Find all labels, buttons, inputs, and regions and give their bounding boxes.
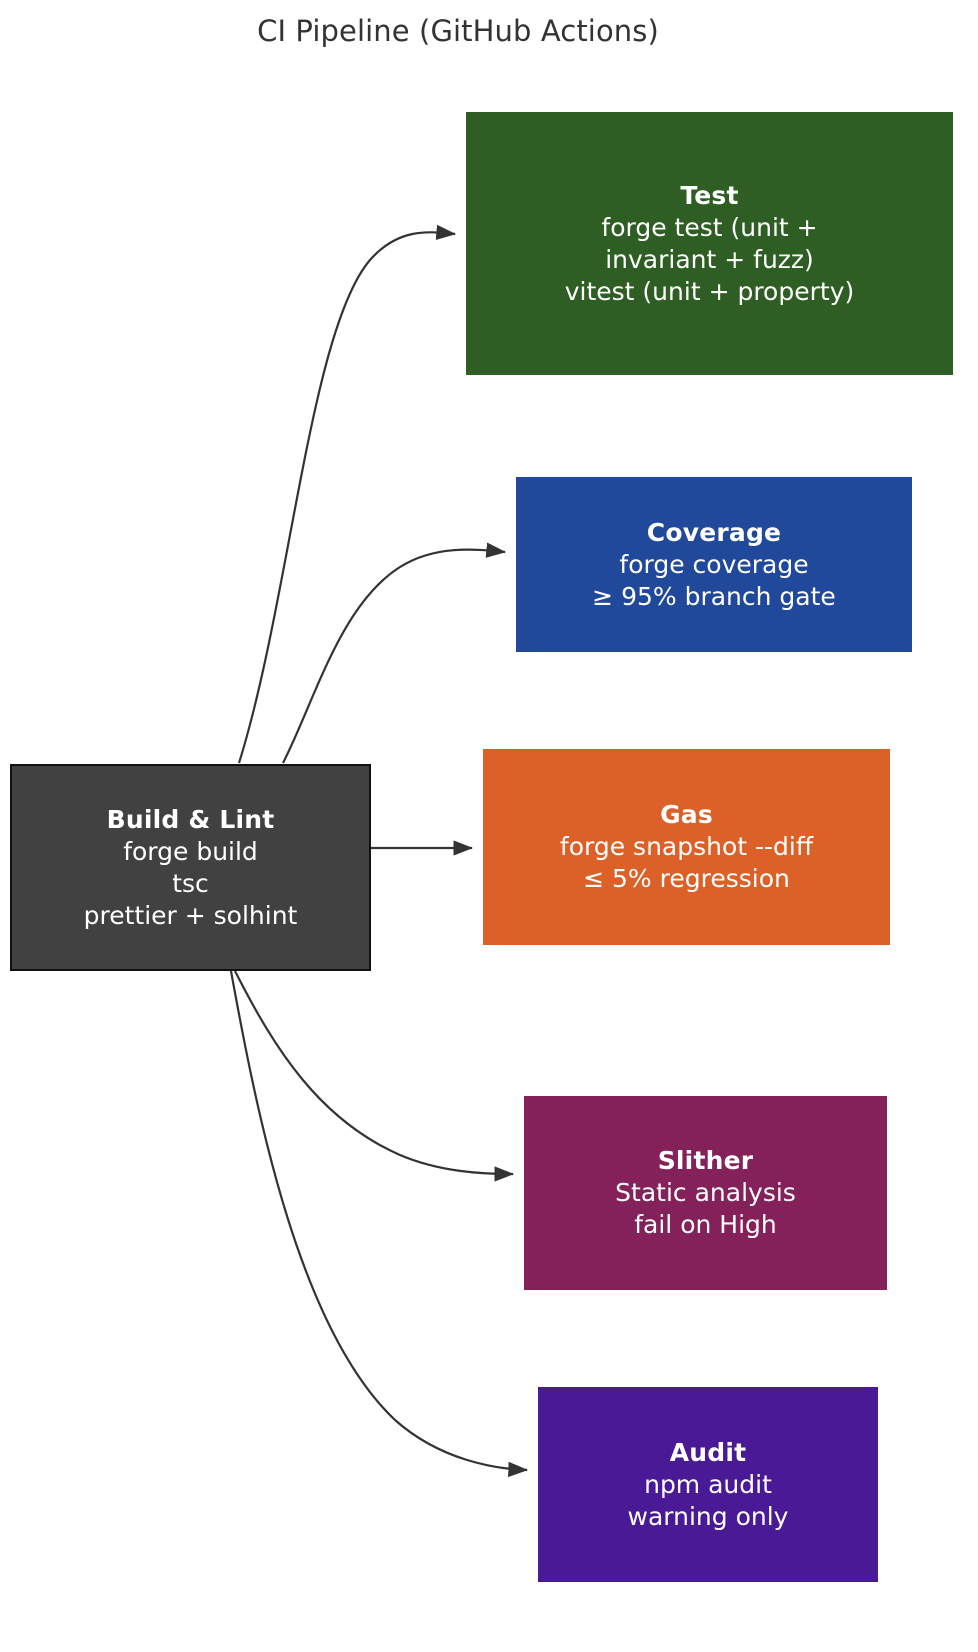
node-audit-title: Audit [669, 1437, 747, 1467]
node-test-line-2: invariant + fuzz) [605, 244, 814, 274]
node-build-and-lint-line-1: forge build [123, 836, 258, 866]
node-test-line-1: forge test (unit + [601, 212, 818, 242]
node-test-title: Test [680, 180, 739, 210]
node-build-and-lint-line-2: tsc [172, 868, 209, 898]
node-build-and-lint-title: Build & Lint [106, 804, 275, 834]
node-slither-title: Slither [657, 1146, 754, 1175]
node-coverage[interactable]: Coverage forge coverage ≥ 95% branch gat… [516, 477, 912, 652]
node-coverage-line-2: ≥ 95% branch gate [592, 581, 836, 611]
node-audit-line-1: npm audit [644, 1469, 772, 1499]
node-gas-line-1: forge snapshot --diff [559, 832, 814, 861]
diagram-title: CI Pipeline (GitHub Actions) [257, 14, 659, 48]
node-slither-line-1: Static analysis [615, 1178, 796, 1207]
edge-build-to-coverage [282, 542, 507, 764]
node-slither-line-2: fail on High [634, 1210, 777, 1239]
node-test[interactable]: Test forge test (unit + invariant + fuzz… [466, 112, 953, 375]
node-build-and-lint-line-3: prettier + solhint [83, 900, 298, 930]
edge-build-to-audit [229, 970, 529, 1478]
node-coverage-line-1: forge coverage [619, 549, 809, 579]
node-gas-title: Gas [660, 800, 713, 829]
node-gas[interactable]: Gas forge snapshot --diff ≤ 5% regressio… [483, 749, 890, 945]
node-build-and-lint[interactable]: Build & Lint forge build tsc prettier + … [10, 764, 371, 971]
node-audit[interactable]: Audit npm audit warning only [538, 1387, 878, 1582]
edge-build-to-slither [234, 970, 515, 1182]
node-gas-line-2: ≤ 5% regression [583, 864, 790, 893]
node-audit-line-2: warning only [627, 1501, 789, 1531]
edge-build-to-test [237, 224, 457, 764]
node-test-line-3: vitest (unit + property) [564, 276, 855, 306]
node-slither[interactable]: Slither Static analysis fail on High [524, 1096, 887, 1290]
node-coverage-title: Coverage [646, 517, 782, 547]
